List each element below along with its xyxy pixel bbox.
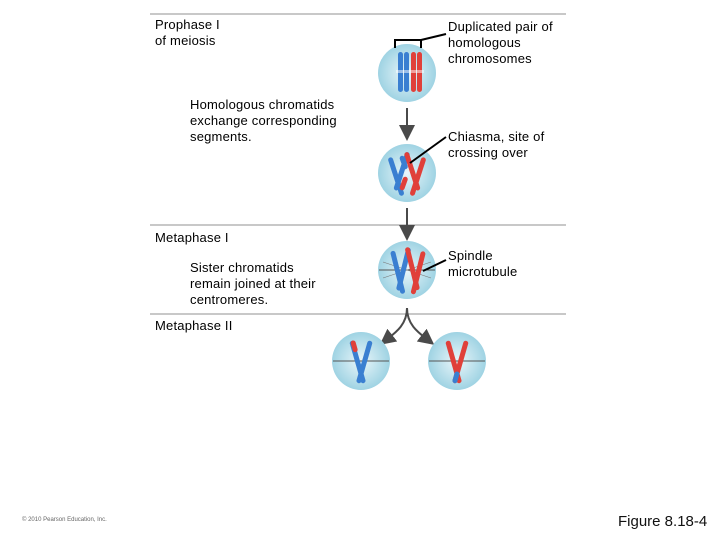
arrow-split-left: [379, 307, 408, 345]
label-chiasma: Chiasma, site of crossing over: [448, 129, 545, 160]
cell-metaphase2-right: [428, 332, 486, 390]
label-sister-chromatids: Sister chromatids remain joined at their…: [190, 260, 316, 307]
copyright-text: © 2010 Pearson Education, Inc.: [22, 517, 107, 523]
label-prophase: Prophase I of meiosis: [155, 17, 220, 48]
label-duplicated-pair: Duplicated pair of homologous chromosome…: [448, 19, 553, 66]
pointer-line: [409, 136, 447, 164]
label-exchange: Homologous chromatids exchange correspon…: [190, 97, 337, 144]
cell-metaphase1: [378, 241, 436, 299]
cell-metaphase2-left: [332, 332, 390, 390]
bracket-pointer: [394, 39, 422, 48]
cell-prophase-pair: [378, 44, 436, 102]
label-metaphase1: Metaphase I: [155, 230, 229, 245]
figure-caption: Figure 8.18-4: [618, 513, 708, 530]
arrow-split-right: [406, 307, 435, 345]
label-spindle: Spindle microtubule: [448, 248, 518, 279]
label-metaphase2: Metaphase II: [155, 318, 233, 333]
cell-chiasma: [378, 144, 436, 202]
pointer-line: [422, 259, 447, 272]
pointer-line: [420, 33, 447, 41]
